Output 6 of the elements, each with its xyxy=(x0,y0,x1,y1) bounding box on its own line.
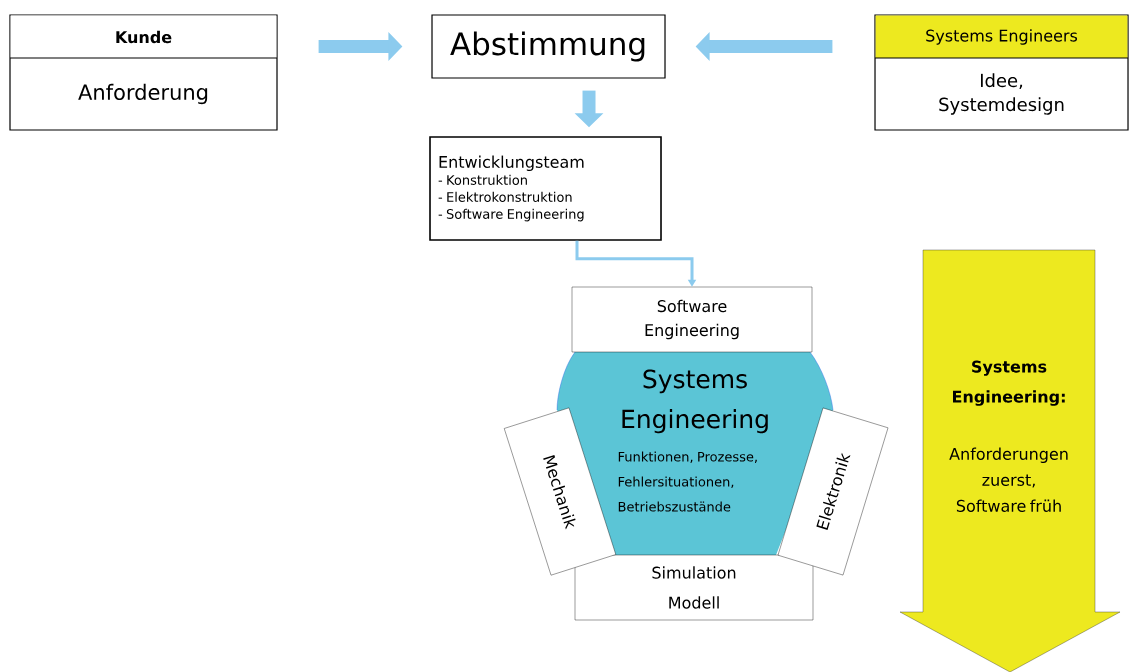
domain-box: Software Engineering xyxy=(571,286,813,353)
process-box: Abstimmung xyxy=(431,14,666,79)
role-box: Systems Engineers Idee, Systemdesign xyxy=(874,14,1129,131)
domain-box: Simulation Modell xyxy=(574,554,814,621)
role-box: Kunde Anforderung xyxy=(9,14,278,131)
team-box: Entwicklungsteam - Konstruktion - Elektrokonstruktion - Software Engineering xyxy=(429,136,662,241)
